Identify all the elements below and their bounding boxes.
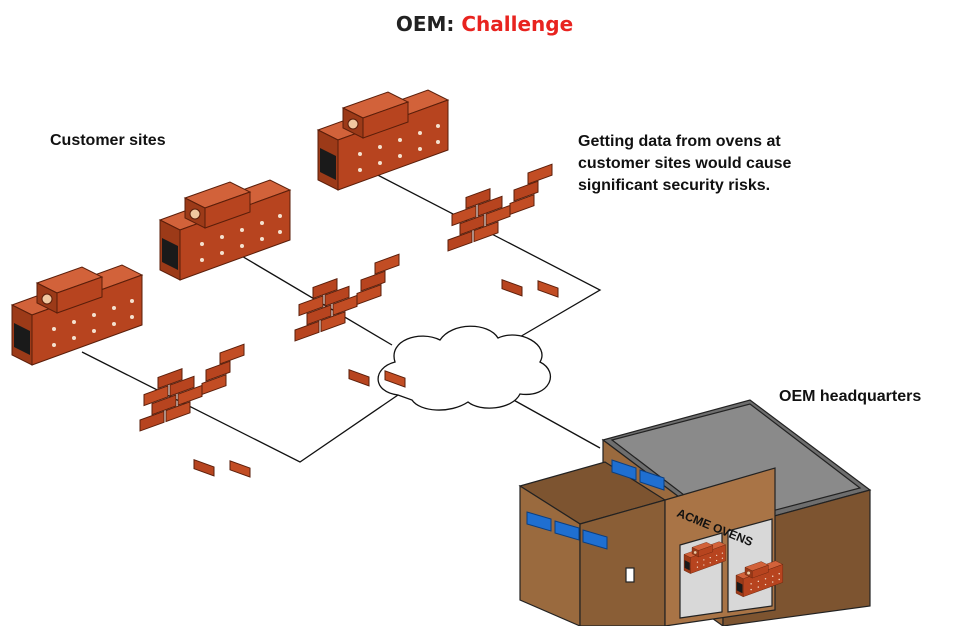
building-windows xyxy=(526,459,665,550)
link-hq xyxy=(509,397,601,449)
oven-icon-2 xyxy=(159,179,291,281)
link-oven-1 xyxy=(81,351,399,463)
title-highlight: Challenge xyxy=(461,12,574,36)
oven-icon-3 xyxy=(317,89,449,191)
network-links xyxy=(81,169,602,463)
oem-headquarters-label: OEM headquarters xyxy=(779,388,922,405)
link-oven-3 xyxy=(367,169,602,339)
security-risk-note: Getting data from ovens at customer site… xyxy=(578,131,791,197)
cloud-icon xyxy=(377,325,552,411)
page-title: OEM: Challenge xyxy=(0,12,969,36)
security-risk-line-2: customer sites would cause xyxy=(578,155,792,172)
title-prefix: OEM: xyxy=(395,12,455,36)
firewall-icon-3 xyxy=(447,163,559,298)
firewall-icon-1 xyxy=(139,343,251,478)
security-risk-line-3: significant security risks. xyxy=(578,177,771,194)
customer-sites-label: Customer sites xyxy=(50,132,166,149)
oven-icon-1 xyxy=(11,264,143,366)
security-risk-line-1: Getting data from ovens at xyxy=(578,133,781,150)
link-oven-2 xyxy=(217,241,393,346)
